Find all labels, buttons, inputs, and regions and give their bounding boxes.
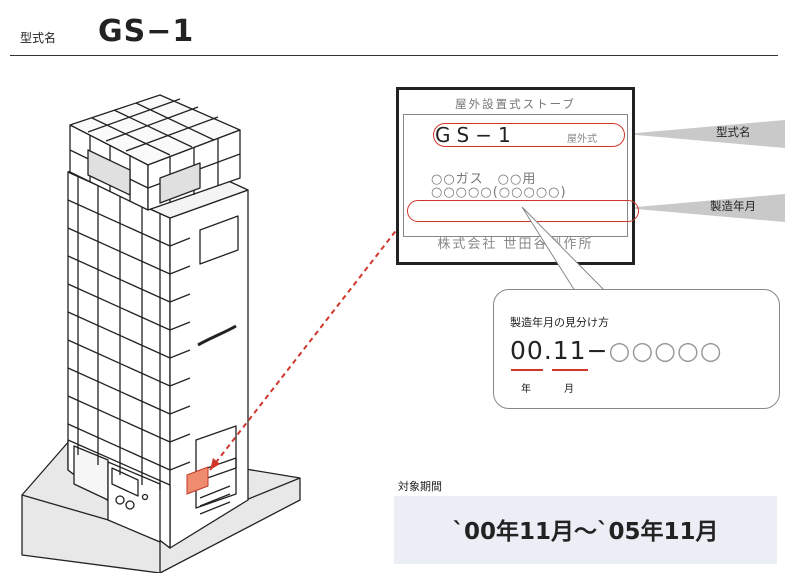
bubble-pointer: [521, 206, 606, 292]
nameplate-type: 屋外式: [567, 134, 597, 145]
year-label: 年: [521, 384, 531, 395]
month-label: 月: [564, 384, 574, 395]
callout-date-label: 製造年月: [710, 199, 756, 213]
date-serial: ○○○○○: [608, 336, 723, 365]
target-period-label: 対象期間: [398, 480, 442, 493]
header-divider: [10, 55, 778, 56]
target-period-box: `00年11月〜`05年11月: [394, 496, 777, 564]
model-name: GS−1: [98, 14, 195, 49]
callout-model-label: 型式名: [716, 125, 751, 139]
callout-wedges: [625, 120, 785, 222]
date-reading-title: 製造年月の見分け方: [510, 316, 609, 329]
heater-illustration: [21, 94, 399, 573]
date-month-digits: 11: [552, 336, 587, 365]
month-underline: [552, 369, 588, 371]
nameplate-title: 屋外設置式ストーブ: [455, 97, 576, 111]
date-example: 00.11−○○○○○: [510, 336, 723, 365]
nameplate-model: GS−1: [435, 123, 517, 147]
year-underline: [511, 369, 543, 371]
model-name-label: 型式名: [20, 31, 57, 45]
nameplate-gas-line: ○○ガス ○○用: [431, 172, 537, 187]
model-highlight-oval: [433, 123, 625, 147]
date-highlight-oval: [407, 200, 639, 222]
date-dash: −: [586, 336, 609, 365]
date-reading-bubble: 製造年月の見分け方 00.11−○○○○○ 年 月: [493, 289, 780, 409]
target-period-value: `00年11月〜`05年11月: [452, 519, 719, 545]
nameplate-code-line: ○○○○○(○○○○○): [431, 185, 567, 200]
date-sep: .: [543, 336, 553, 365]
date-year-digits: 00: [510, 336, 544, 365]
nameplate-inner-border: [403, 114, 628, 237]
